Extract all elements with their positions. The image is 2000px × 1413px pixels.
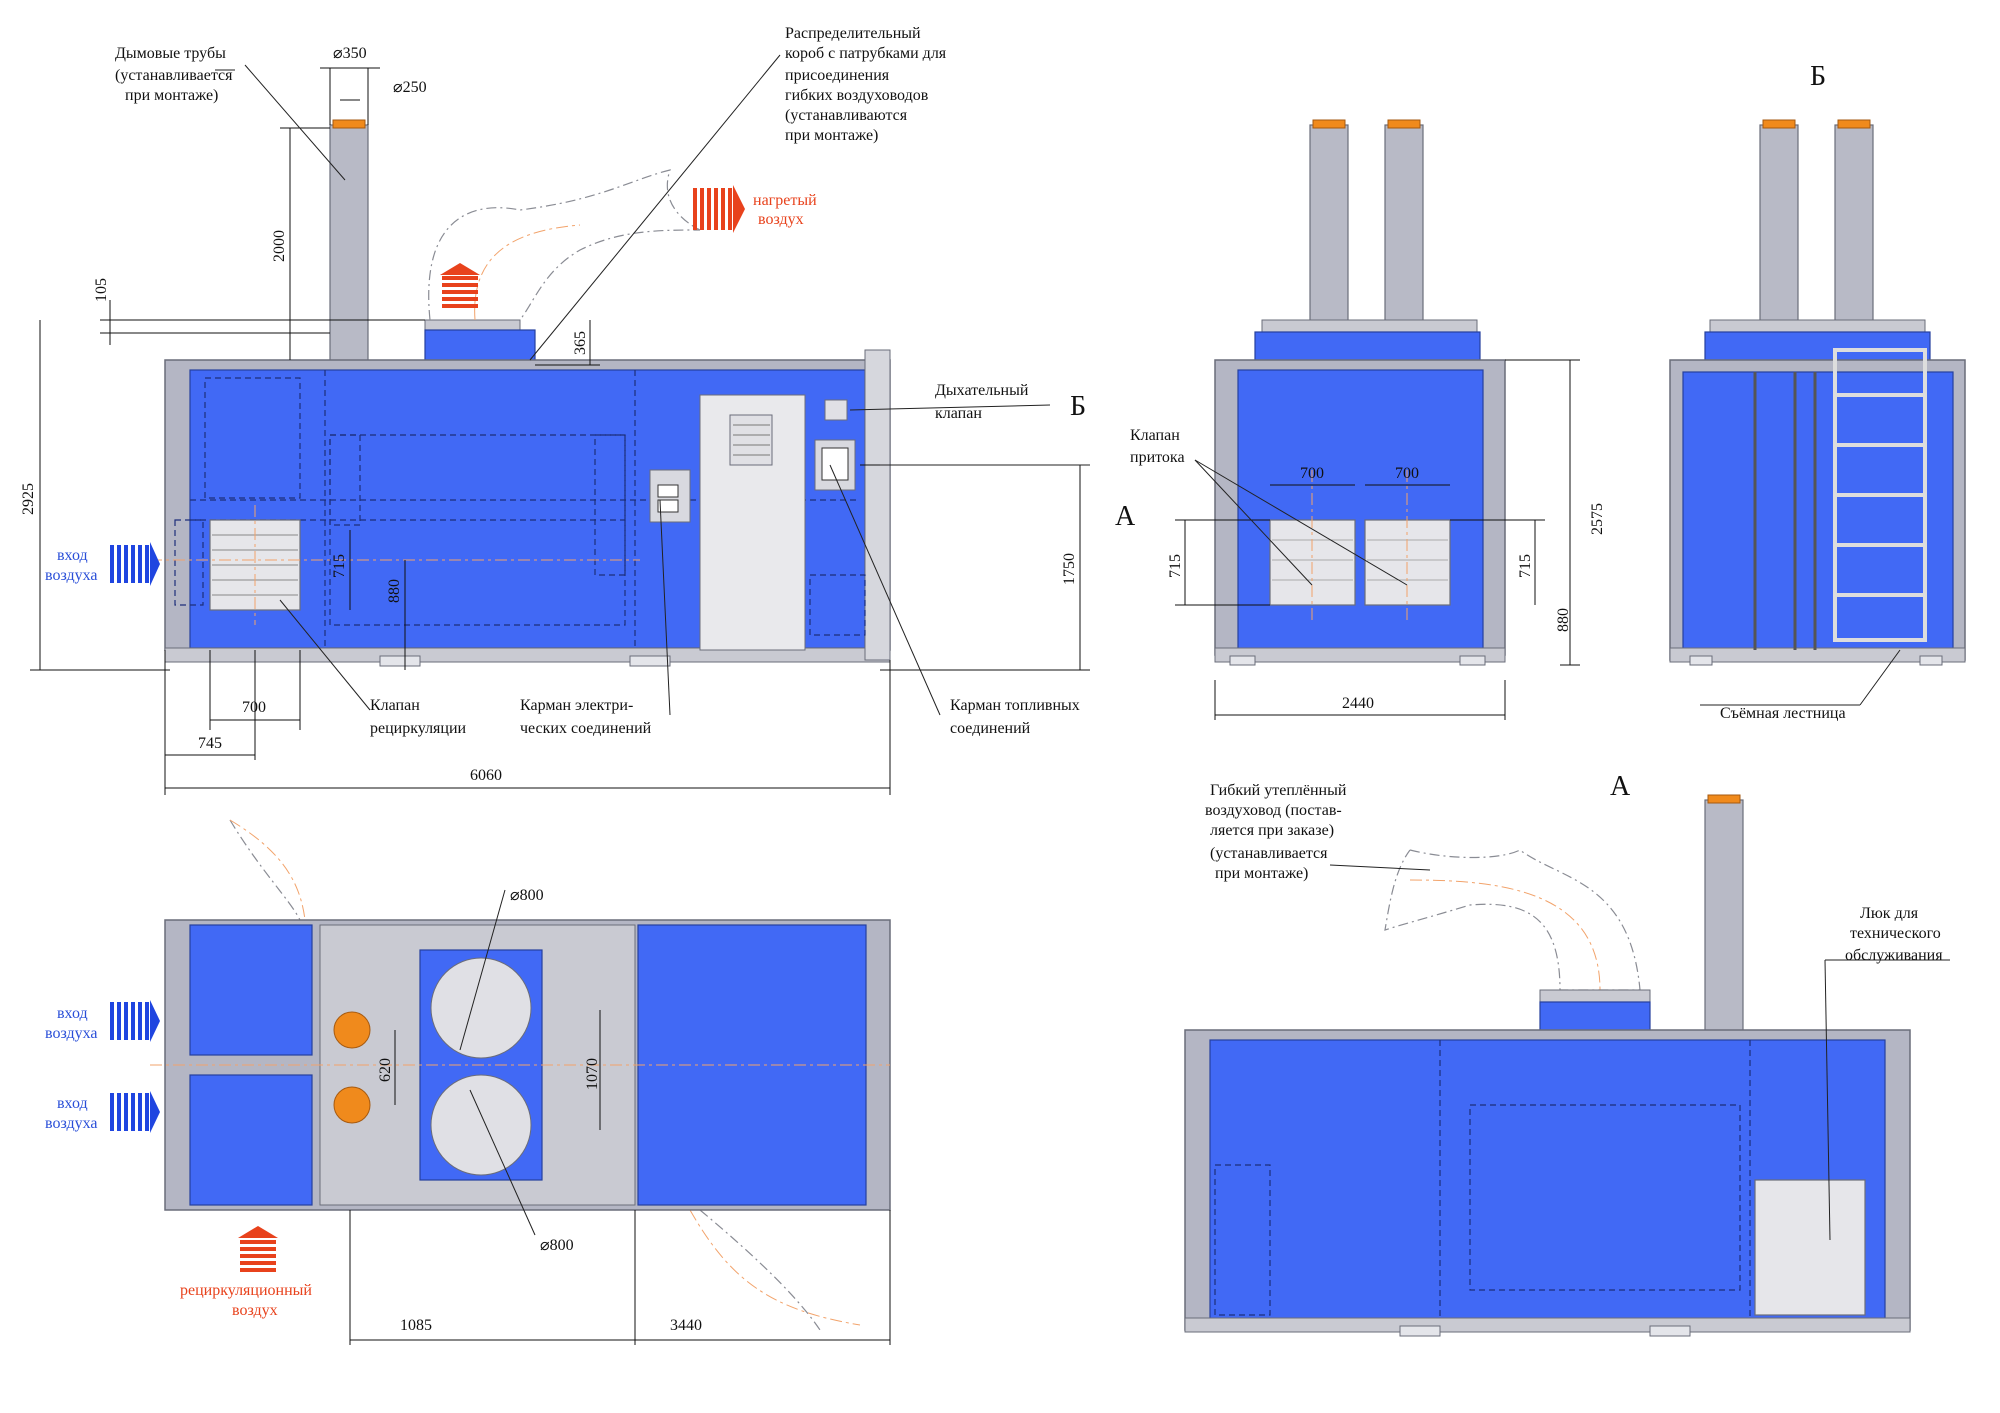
recirc-valve-1: Клапан [370, 697, 420, 714]
side-view-leaders [215, 54, 1090, 716]
dim-2000: 2000 [271, 230, 288, 262]
dim-2575: 2575 [1589, 503, 1606, 535]
side-view [150, 119, 891, 667]
dim-365: 365 [572, 331, 589, 355]
dim-1070: 1070 [584, 1058, 601, 1090]
dim-2440: 2440 [1342, 695, 1374, 712]
smoke-pipes-label: Дымовые трубы [115, 45, 226, 62]
dim-1085: 1085 [400, 1317, 432, 1334]
view-b-title: Б [1810, 61, 1826, 92]
plan-arrows [110, 1000, 278, 1272]
dim-2925: 2925 [20, 483, 37, 515]
distrib-box-5: (устанавливаются [785, 107, 908, 124]
distrib-box-4: гибких воздуховодов [785, 87, 929, 104]
heated-air-2: воздух [758, 211, 804, 228]
flex-duct-5: при монтаже) [1215, 865, 1308, 882]
distrib-box-6: при монтаже) [785, 127, 878, 144]
supply-valve-2: притока [1130, 449, 1185, 466]
plan-view [150, 819, 891, 1345]
flex-duct-1: Гибкий утеплённый [1210, 782, 1347, 799]
view-a-front [1175, 119, 1580, 720]
fuel-pocket-1: Карман топливных [950, 697, 1080, 714]
dim-620: 620 [377, 1058, 394, 1082]
service-hatch [1754, 1179, 1866, 1316]
recirc-valve-2: рециркуляции [370, 720, 467, 737]
distrib-box-1: Распределительный [785, 25, 921, 42]
air-in-1: вход [57, 547, 88, 564]
dim-745: 745 [198, 735, 222, 752]
dim-715b: 715 [1167, 554, 1184, 578]
dim-d350: ⌀350 [333, 45, 367, 62]
fuel-pocket-2: соединений [950, 720, 1031, 737]
dim-105: 105 [93, 278, 110, 302]
dim-880: 880 [386, 579, 403, 603]
distribution-box [424, 329, 536, 366]
smoke-pipe [329, 124, 369, 366]
view-a-title: А [1610, 771, 1631, 802]
dim-d250: ⌀250 [393, 79, 427, 96]
plan-air-in-1a: вход [57, 1005, 88, 1022]
heated-air-1: нагретый [753, 192, 817, 209]
dim-700a: 700 [1300, 465, 1324, 482]
heated-air-arrow [693, 185, 745, 233]
hatch-2: технического [1850, 925, 1941, 942]
hatch-3: обслуживания [1845, 947, 1943, 964]
dim-700b: 700 [1395, 465, 1419, 482]
dim-880b: 880 [1555, 608, 1572, 632]
flex-duct-4: (устанавливается [1210, 845, 1328, 862]
air-inlet-arrow [110, 542, 160, 586]
smoke-pipes-note2: при монтаже) [125, 87, 218, 104]
dim-d800b: ⌀800 [540, 1237, 574, 1254]
flex-duct-3: ляется при заказе) [1210, 822, 1334, 839]
heated-air-up-arrow [440, 263, 480, 308]
dim-715c: 715 [1517, 554, 1534, 578]
view-a-marker: А [1115, 501, 1136, 532]
breathing-valve-1: Дыхательный [935, 382, 1029, 399]
view-b-back [1669, 119, 1966, 706]
supply-valve-1: Клапан [1130, 427, 1180, 444]
flex-duct-outline [428, 169, 701, 321]
dim-d800a: ⌀800 [510, 887, 544, 904]
view-b-marker: Б [1070, 391, 1086, 422]
annotations: Дымовые трубы (устанавливается при монта… [45, 25, 1943, 1319]
air-in-2: воздуха [45, 567, 98, 584]
breathing-valve-2: клапан [935, 405, 982, 422]
elec-pocket-1: Карман электри- [520, 697, 633, 714]
plan-air-in-2a: вход [57, 1095, 88, 1112]
dim-3440: 3440 [670, 1317, 702, 1334]
plan-air-in-2b: воздуха [45, 1115, 98, 1132]
flex-duct-2: воздуховод (постав- [1205, 802, 1342, 819]
recirc-air-2: воздух [232, 1302, 278, 1319]
pipe-cap [332, 119, 366, 129]
plan-air-in-1b: воздуха [45, 1025, 98, 1042]
recirc-air-1: рециркуляционный [180, 1282, 312, 1299]
dim-1750: 1750 [1061, 553, 1078, 585]
dim-700: 700 [242, 699, 266, 716]
distrib-box-3: присоединения [785, 67, 890, 84]
view-a-side [1184, 794, 1950, 1337]
dim-715: 715 [331, 554, 348, 578]
elec-pocket-2: ческих соединений [520, 720, 652, 737]
smoke-pipes-note1: (устанавливается [115, 67, 233, 84]
dim-6060: 6060 [470, 767, 502, 784]
hatch-1: Люк для [1860, 905, 1919, 922]
dimension-texts: ⌀350 ⌀250 2000 105 365 2925 715 880 1750… [20, 45, 1606, 1334]
ladder-label: Съёмная лестница [1720, 705, 1846, 722]
distrib-box-2: короб с патрубками для [785, 45, 947, 62]
